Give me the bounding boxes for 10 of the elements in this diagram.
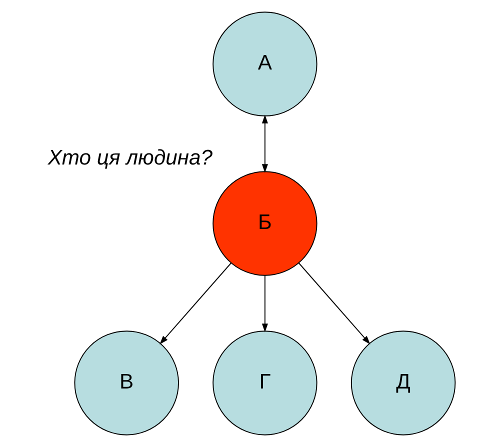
node-circle: Д — [350, 330, 456, 436]
arrow — [160, 262, 232, 344]
node-circle: А — [212, 12, 318, 116]
arrow — [262, 275, 268, 332]
arrow — [262, 114, 268, 173]
node-circle: Б — [212, 171, 318, 276]
node-circle: В — [74, 330, 179, 436]
arrow — [298, 262, 370, 344]
node-circle: Г — [212, 330, 318, 436]
node-label: Хто ця людина? — [48, 146, 212, 170]
